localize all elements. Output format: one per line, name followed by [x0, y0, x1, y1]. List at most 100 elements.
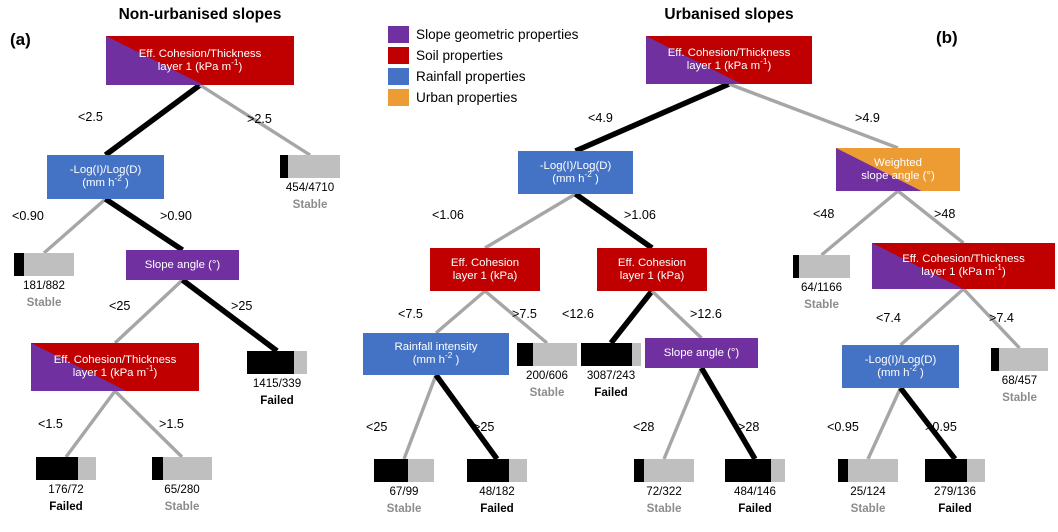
tree-edge — [64, 389, 117, 459]
legend-label: Soil properties — [416, 48, 503, 63]
tree-split-node[interactable]: -Log(I)/Log(D)(mm h-2 ) — [842, 345, 959, 388]
edge-threshold-label: <1.5 — [38, 417, 63, 431]
bar-failed-segment — [991, 348, 999, 371]
leaf-outcome-label: Stable — [386, 502, 422, 515]
bar-failed-segment — [374, 459, 409, 482]
leaf-counts: 68/457 — [1001, 374, 1038, 387]
leaf-proportion-bar — [838, 459, 898, 482]
leaf-counts: 67/99 — [389, 485, 419, 498]
tree-split-node[interactable]: Slope angle (°) — [126, 250, 239, 280]
leaf-proportion-bar — [14, 253, 74, 276]
leaf-counts: 200/606 — [526, 369, 568, 382]
leaf-counts: 454/4710 — [285, 181, 335, 194]
panel-title-urbanised: Urbanised slopes — [664, 6, 794, 23]
edge-threshold-label: >2.5 — [247, 112, 272, 126]
split-node-label: -Log(I)/Log(D)(mm h-2 ) — [69, 164, 142, 189]
split-node-label: Slope angle (°) — [144, 258, 221, 271]
edge-threshold-label: >1.5 — [159, 417, 184, 431]
leaf-outcome-label: Failed — [480, 502, 514, 515]
leaf-proportion-bar — [280, 155, 340, 178]
tree-edge — [113, 278, 184, 345]
tree-split-node[interactable]: Rainfall intensity(mm h-2 ) — [363, 333, 509, 375]
leaf-counts: 1415/339 — [252, 377, 302, 390]
bar-stable-segment — [162, 457, 212, 480]
legend-item: Soil properties — [388, 45, 578, 66]
tree-edge — [483, 289, 549, 345]
split-node-label: -Log(I)/Log(D)(mm h-2 ) — [864, 353, 937, 379]
tree-split-node[interactable]: -Log(I)/Log(D)(mm h-2 ) — [47, 155, 164, 199]
tree-split-node[interactable]: Slope angle (°) — [645, 338, 758, 368]
edge-threshold-label: >12.6 — [690, 307, 722, 321]
edge-threshold-label: >7.4 — [989, 311, 1014, 325]
tree-edge — [103, 196, 185, 253]
legend-swatch-icon — [388, 47, 409, 64]
leaf-outcome-label: Stable — [804, 298, 839, 311]
bar-failed-segment — [467, 459, 509, 482]
panel-label-b: (b) — [936, 28, 958, 47]
edge-threshold-label: >28 — [738, 420, 760, 434]
edge-threshold-label: <0.90 — [12, 209, 44, 223]
bar-failed-segment — [725, 459, 771, 482]
leaf-proportion-bar — [517, 343, 577, 366]
tree-edge — [699, 366, 758, 461]
tree-edge — [433, 373, 500, 461]
bar-stable-segment — [23, 253, 74, 276]
leaf-outcome-label: Stable — [26, 296, 62, 309]
legend-item: Rainfall properties — [388, 66, 578, 87]
bar-failed-segment — [925, 459, 967, 482]
leaf-proportion-bar — [247, 351, 307, 374]
leaf-counts: 65/280 — [164, 483, 200, 496]
legend-label: Rainfall properties — [416, 69, 526, 84]
leaf-counts: 64/1166 — [800, 281, 843, 294]
tree-edge — [434, 289, 487, 335]
bar-stable-segment — [770, 459, 785, 482]
tree-edge — [573, 191, 654, 251]
leaf-outcome-label: Stable — [529, 386, 565, 399]
leaf-outcome-label: Failed — [938, 502, 972, 515]
edge-threshold-label: <4.9 — [588, 111, 613, 125]
bar-stable-segment — [643, 459, 694, 482]
leaf-outcome-label: Stable — [1002, 391, 1037, 404]
leaf-proportion-bar — [581, 343, 641, 366]
leaf-proportion-bar — [793, 255, 850, 278]
tree-edge — [199, 83, 311, 157]
leaf-proportion-bar — [467, 459, 527, 482]
bar-failed-segment — [634, 459, 644, 482]
legend-item: Urban properties — [388, 87, 578, 108]
legend-label: Slope geometric properties — [416, 27, 579, 42]
tree-edge — [728, 82, 899, 150]
tree-split-node[interactable]: -Log(I)/Log(D)(mm h-2 ) — [518, 151, 633, 194]
edge-threshold-label: >0.90 — [160, 209, 192, 223]
leaf-proportion-bar — [36, 457, 96, 480]
leaf-outcome-label: Stable — [646, 502, 682, 515]
bar-stable-segment — [998, 348, 1048, 371]
leaf-counts: 48/182 — [479, 485, 515, 498]
legend-label: Urban properties — [416, 90, 518, 105]
legend-swatch-icon — [388, 89, 409, 106]
leaf-outcome-label: Stable — [850, 502, 886, 515]
leaf-counts: 484/146 — [734, 485, 776, 498]
panel-label-a: (a) — [10, 30, 31, 49]
bar-stable-segment — [632, 343, 641, 366]
split-node-label: Rainfall intensity(mm h-2 ) — [394, 341, 478, 366]
leaf-counts: 72/322 — [646, 485, 682, 498]
bar-failed-segment — [152, 457, 163, 480]
edge-threshold-label: >4.9 — [855, 111, 880, 125]
legend-swatch-icon — [388, 68, 409, 85]
bar-stable-segment — [509, 459, 527, 482]
tree-edge — [402, 374, 438, 460]
bar-stable-segment — [294, 351, 307, 374]
tree-edge — [113, 389, 184, 459]
